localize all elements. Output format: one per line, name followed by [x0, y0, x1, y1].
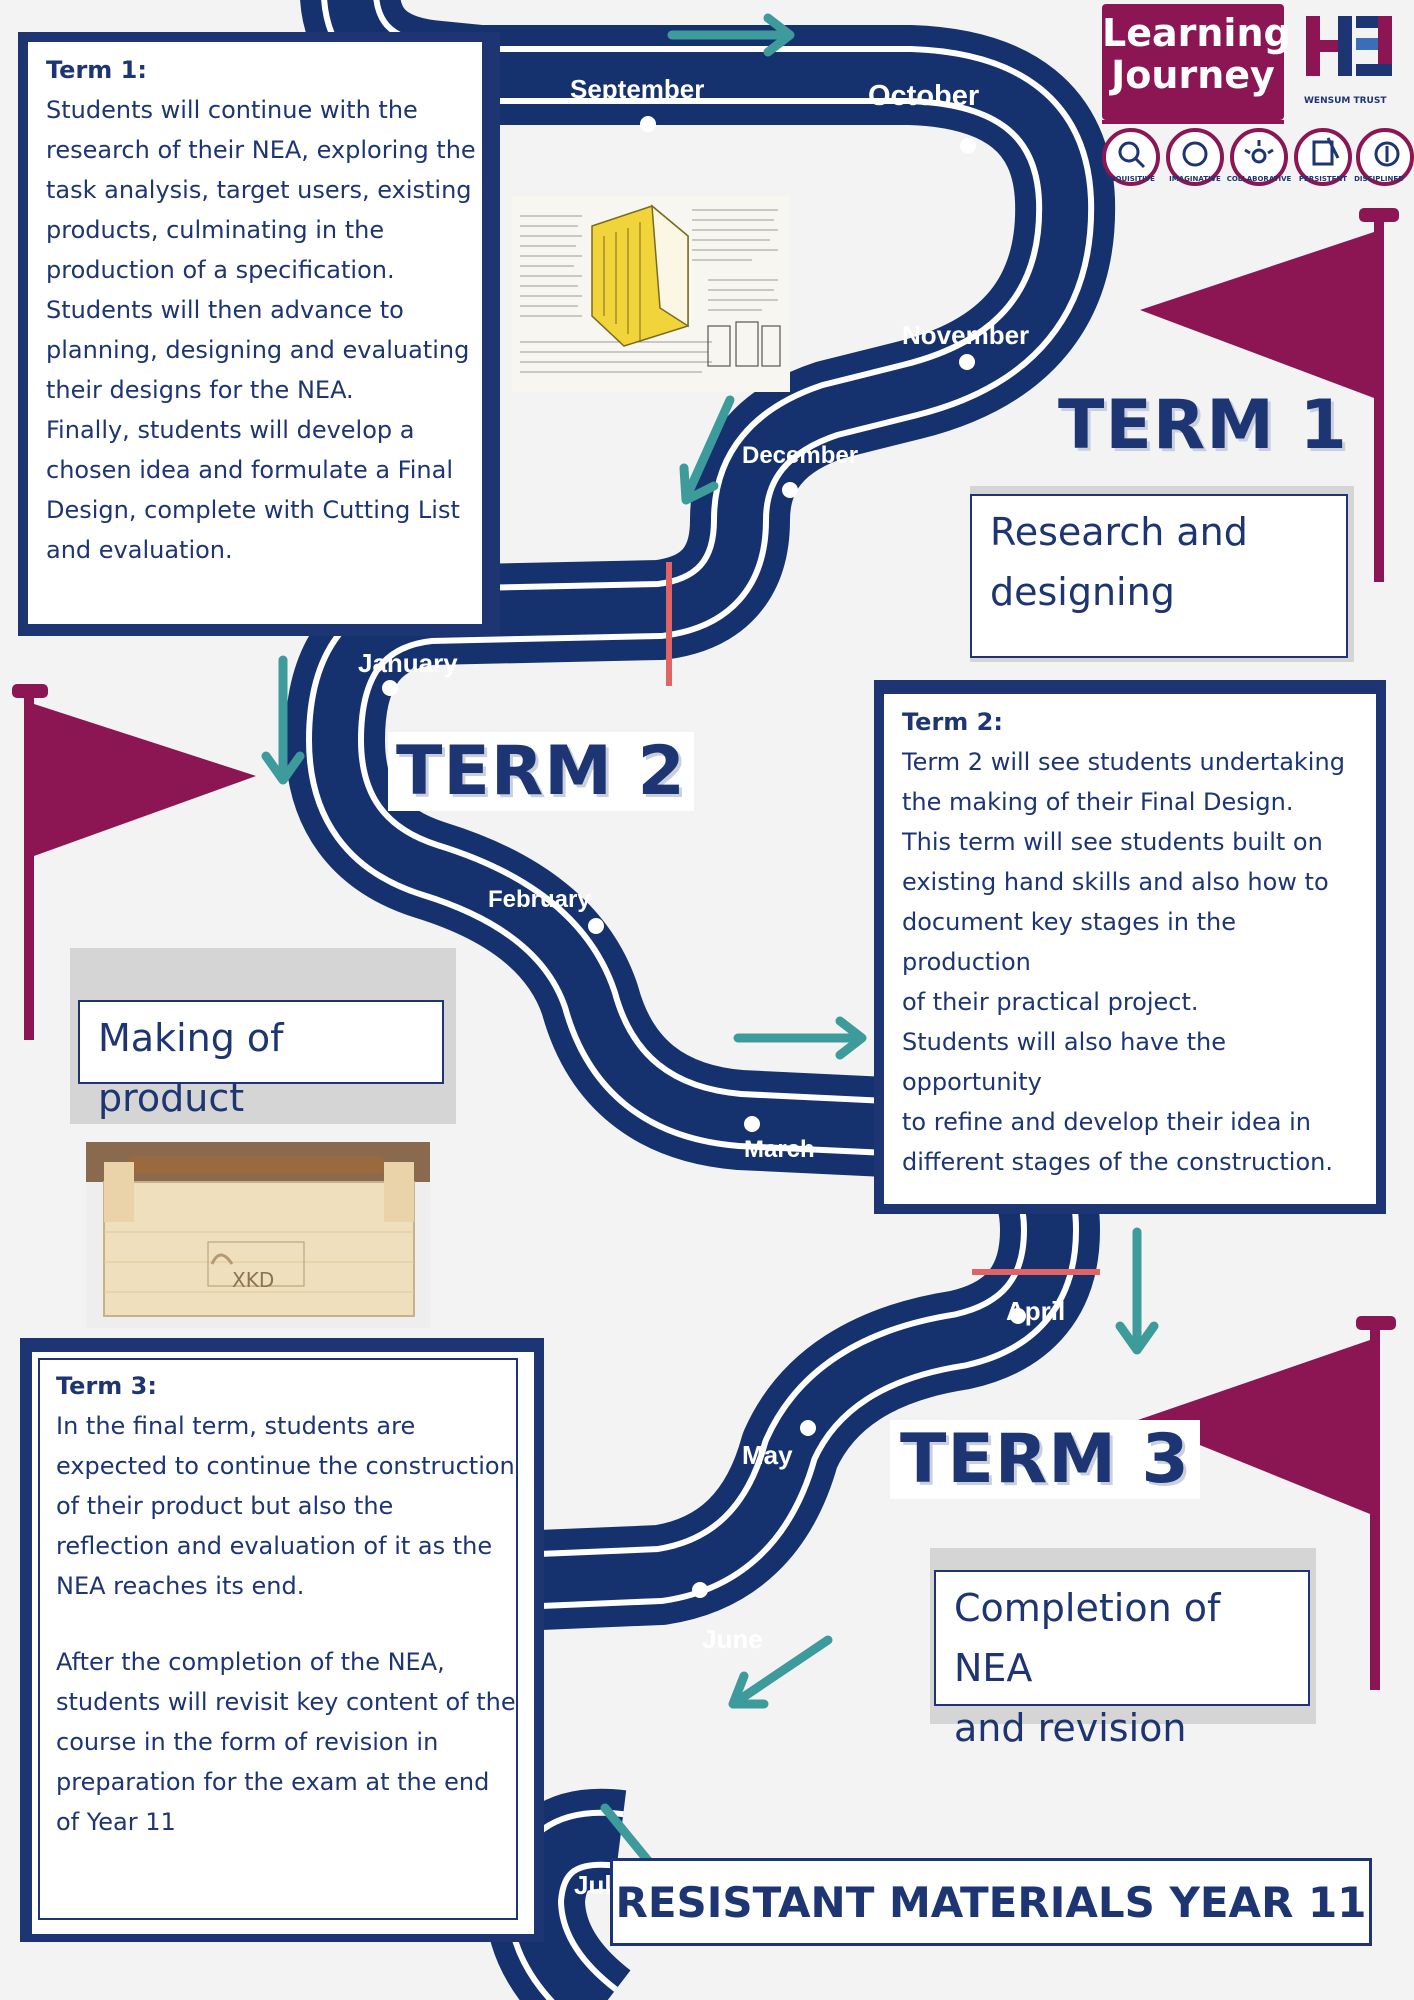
term3-line: reflection and evaluation of it as the — [56, 1532, 493, 1560]
month-february: February — [488, 886, 591, 913]
term2-line: Students will also have the opportunity — [902, 1028, 1226, 1096]
term2-description: Term 2: Term 2 will see students underta… — [902, 702, 1372, 1182]
term1-line: research of their NEA, exploring the — [46, 136, 476, 164]
month-october: October — [868, 80, 980, 112]
term3-line: course in the form of revision in — [56, 1728, 439, 1756]
term1-description: Term 1: Students will continue with the … — [46, 50, 486, 570]
term3-line: of Year 11 — [56, 1808, 176, 1836]
logo-line: Learning — [1102, 11, 1291, 55]
design-sketch-image — [512, 196, 790, 392]
term3-line: NEA reaches its end. — [56, 1572, 305, 1600]
badge-label: DISCIPLINED — [1354, 175, 1404, 183]
term1-line: task analysis, target users, existing — [46, 176, 472, 204]
term3-line: After the completion of the NEA, — [56, 1648, 445, 1676]
term1-line: production of a specification. — [46, 256, 395, 284]
term1-tag-line: Research and — [990, 510, 1248, 554]
term1-line: Students will then advance to — [46, 296, 404, 324]
term2-line: to refine and develop their idea in — [902, 1108, 1311, 1136]
arrow-right-icon — [733, 1016, 867, 1060]
arrow-down-icon — [261, 655, 305, 785]
term1-banner: TERM 1 — [1058, 386, 1348, 465]
logo-line: Journey — [1111, 53, 1275, 97]
arrow-down-left-icon — [679, 395, 735, 505]
term1-line: chosen idea and formulate a Final — [46, 456, 453, 484]
month-january: January — [358, 648, 458, 678]
term1-line: planning, designing and evaluating — [46, 336, 470, 364]
term2-tag-line: Making of product — [98, 1016, 284, 1120]
term2-line: different stages of the construction. — [902, 1148, 1333, 1176]
term3-line: expected to continue the construction — [56, 1452, 515, 1480]
imaginative-icon — [1166, 128, 1224, 186]
term2-line: of their practical project. — [902, 988, 1199, 1016]
term1-line: Design, complete with Cutting List — [46, 496, 460, 524]
collaborative-icon — [1230, 128, 1288, 186]
term2-tag: Making of product — [78, 1000, 444, 1120]
badge-label: COLLABORATIVE — [1226, 175, 1292, 183]
badge-glyphs — [1118, 137, 1400, 169]
month-april: April — [1006, 1296, 1066, 1326]
term2-heading: Term 2: — [902, 708, 1003, 736]
inquisitive-icon — [1102, 128, 1160, 186]
term2-line: Term 2 will see students undertaking — [902, 748, 1345, 776]
term3-tag-line: and revision — [954, 1706, 1187, 1750]
arrow-down-left-icon — [728, 1635, 833, 1709]
term3-banner: TERM 3 — [890, 1420, 1200, 1499]
month-july: Jul — [574, 1870, 612, 1900]
term3-line: In the final term, students are — [56, 1412, 416, 1440]
trust-logo: WENSUM TRUST — [1300, 6, 1406, 116]
persistent-icon — [1294, 128, 1352, 186]
month-march: March — [744, 1136, 815, 1163]
page-title: RESISTANT MATERIALS YEAR 11 — [610, 1858, 1372, 1946]
term2-banner: TERM 2 — [388, 732, 694, 811]
term1-line: Students will continue with the — [46, 96, 418, 124]
term1-tag: Research and designing — [970, 494, 1348, 658]
flag-icon — [1140, 208, 1399, 582]
term1-line: and evaluation. — [46, 536, 233, 564]
arrow-down-icon — [1115, 1227, 1159, 1355]
term3-tag: Completion of NEA and revision — [934, 1570, 1310, 1750]
month-may: May — [742, 1440, 793, 1470]
badge-label: PERSISTENT — [1298, 175, 1348, 183]
trust-name: WENSUM TRUST — [1304, 96, 1387, 106]
term2-line: the making of their Final Design. — [902, 788, 1294, 816]
term3-line: preparation for the exam at the end — [56, 1768, 490, 1796]
term3-tag-line: Completion of NEA — [954, 1586, 1221, 1690]
term3-line: of their product but also the — [56, 1492, 394, 1520]
arrow-right-icon — [667, 13, 795, 57]
month-december: December — [742, 442, 859, 469]
term1-line: products, culminating in the — [46, 216, 385, 244]
photo-engraving: XKD — [232, 1268, 275, 1292]
term1-line: their designs for the NEA. — [46, 376, 354, 404]
month-june: June — [702, 1624, 763, 1654]
logo-underline — [1102, 120, 1284, 124]
term2-line: document key stages in the production — [902, 908, 1237, 976]
term2-box — [882, 692, 1378, 1206]
badge-label: IMAGINATIVE — [1169, 175, 1221, 183]
wooden-toolbox-photo: XKD — [86, 1142, 430, 1328]
term3-line: students will revisit key content of the — [56, 1688, 516, 1716]
term3-description: Term 3: In the final term, students are … — [56, 1366, 526, 1842]
term3-heading: Term 3: — [56, 1372, 157, 1400]
month-september: September — [570, 74, 705, 104]
flag-icon — [12, 684, 256, 1040]
term1-heading: Term 1: — [46, 56, 147, 84]
term2-line: existing hand skills and also how to — [902, 868, 1329, 896]
month-november: November — [902, 320, 1030, 350]
term1-line: Finally, students will develop a — [46, 416, 415, 444]
term2-line: This term will see students built on — [902, 828, 1323, 856]
wensum-trust-icon — [1306, 16, 1392, 76]
disciplined-icon — [1356, 128, 1414, 186]
term3-box-inner — [38, 1358, 518, 1920]
learning-journey-logo: Learning Journey — [1102, 4, 1291, 120]
term1-tag-line: designing — [990, 570, 1175, 614]
badge-label: INQUISITIVE — [1107, 175, 1155, 183]
flag-icon — [1138, 1316, 1396, 1690]
term1-box — [26, 40, 484, 626]
